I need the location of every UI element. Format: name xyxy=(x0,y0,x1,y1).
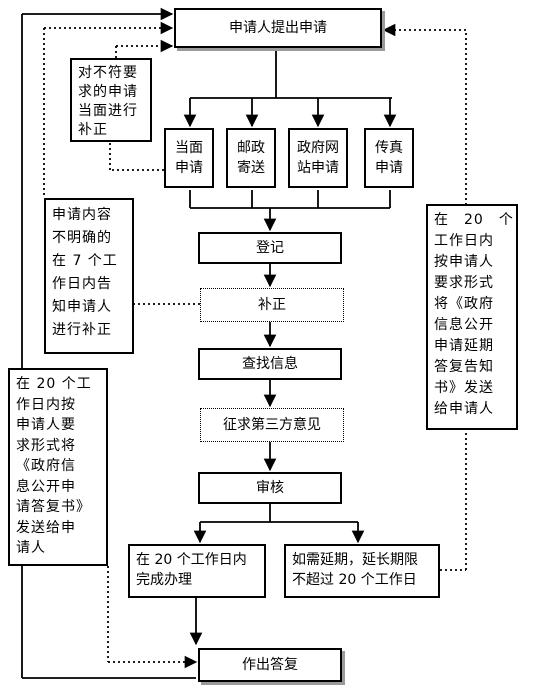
node-third-party: 征求第三方意见 xyxy=(200,408,344,442)
node-website: 政府网 站申请 xyxy=(288,128,348,188)
node-supplement: 补正 xyxy=(200,288,344,322)
note-extension-notice: 在 20 个 工作日内 按申请人 要求形式 将《政府 信息公开 申请延期 答复告… xyxy=(426,204,518,430)
node-search-label: 查找信息 xyxy=(242,356,298,372)
node-review: 审核 xyxy=(198,472,342,504)
node-post: 邮政 寄送 xyxy=(226,128,276,188)
note-reply-notice-text: 在 20 个工 作日内按 申请人要 求形式将 《政府信 息公开申 请答复书》 发… xyxy=(16,376,92,556)
node-reply: 作出答复 xyxy=(198,648,342,682)
node-in-person-label: 当面 申请 xyxy=(175,140,203,176)
note-extension-notice-text: 在 20 个 工作日内 按申请人 要求形式 将《政府 信息公开 申请延期 答复告… xyxy=(434,212,514,417)
node-post-label: 邮政 寄送 xyxy=(237,140,265,176)
note-unclear-content: 申请内容 不明确的 在 7 个工 作日内告 知申请人 进行补正 xyxy=(44,198,134,354)
note-unclear-content-text: 申请内容 不明确的 在 7 个工 作日内告 知申请人 进行补正 xyxy=(52,207,118,338)
node-website-label: 政府网 站申请 xyxy=(297,140,339,176)
note-correct-on-site-text: 对不符要 求的申请 当面进行 补正 xyxy=(78,65,138,138)
node-third-party-label: 征求第三方意见 xyxy=(223,417,321,433)
note-reply-notice: 在 20 个工 作日内按 申请人要 求形式将 《政府信 息公开申 请答复书》 发… xyxy=(8,368,108,566)
node-submit-label: 申请人提出申请 xyxy=(229,20,327,36)
node-in-person: 当面 申请 xyxy=(164,128,214,188)
node-complete: 在 20 个工作日内 完成办理 xyxy=(128,544,266,598)
node-complete-label: 在 20 个工作日内 完成办理 xyxy=(136,552,247,588)
node-submit: 申请人提出申请 xyxy=(174,8,382,48)
note-correct-on-site: 对不符要 求的申请 当面进行 补正 xyxy=(70,58,152,142)
node-fax: 传真 申请 xyxy=(364,128,414,188)
node-reply-label: 作出答复 xyxy=(242,657,298,673)
node-register-label: 登记 xyxy=(256,240,284,256)
node-fax-label: 传真 申请 xyxy=(375,140,403,176)
node-search: 查找信息 xyxy=(198,348,342,380)
node-supplement-label: 补正 xyxy=(258,297,286,313)
node-register: 登记 xyxy=(198,232,342,264)
node-extend: 如需延期，延长期限 不超过 20 个工作日 xyxy=(284,544,440,598)
node-review-label: 审核 xyxy=(256,480,284,496)
node-extend-label: 如需延期，延长期限 不超过 20 个工作日 xyxy=(292,552,418,588)
